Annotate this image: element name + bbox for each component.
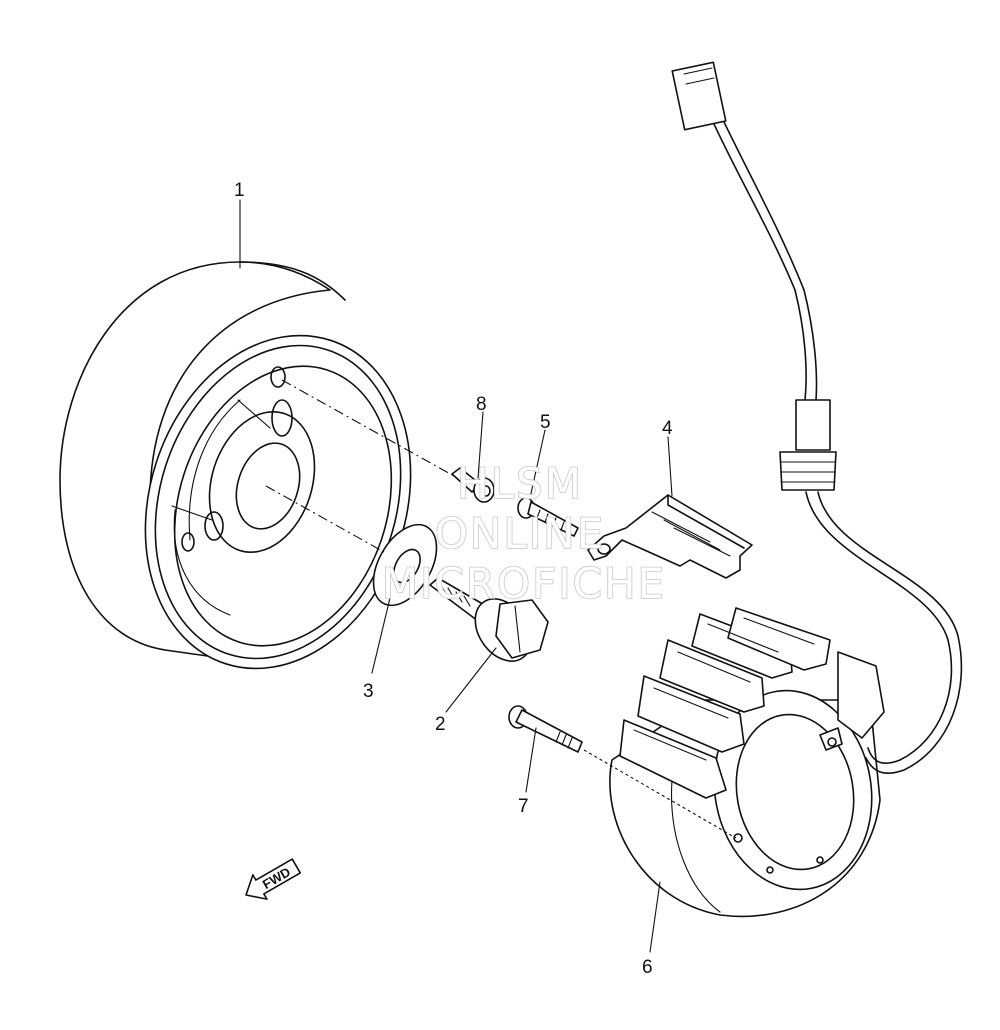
callout-leaders xyxy=(239,199,673,953)
callout-4: 4 xyxy=(662,418,673,439)
screw-part-5 xyxy=(517,497,579,537)
watermark-line-1: HLSM xyxy=(457,459,583,508)
callout-3: 3 xyxy=(363,681,374,702)
bracket-part xyxy=(587,494,753,579)
watermark: HLSM ONLINE MICROFICHE xyxy=(381,458,666,609)
callout-numbers: 1 2 3 4 5 6 7 8 xyxy=(234,180,673,978)
callout-6: 6 xyxy=(642,957,653,978)
bolt-part-2 xyxy=(429,577,549,662)
watermark-line-2: ONLINE xyxy=(435,509,605,558)
center-lines xyxy=(265,379,737,839)
callout-5: 5 xyxy=(540,412,551,433)
callout-2: 2 xyxy=(435,714,446,735)
washer-part xyxy=(372,523,438,607)
callout-7: 7 xyxy=(518,796,529,817)
watermark-line-3: MICROFICHE xyxy=(382,559,666,608)
callout-8: 8 xyxy=(476,394,487,415)
callout-1: 1 xyxy=(234,180,245,201)
screw-part-8 xyxy=(451,467,495,503)
rotor-part xyxy=(59,261,412,670)
forward-direction-arrow: FWD xyxy=(245,858,302,900)
bolt-part-7 xyxy=(508,705,583,753)
stator-part xyxy=(609,607,885,918)
wire-harness xyxy=(671,61,963,774)
